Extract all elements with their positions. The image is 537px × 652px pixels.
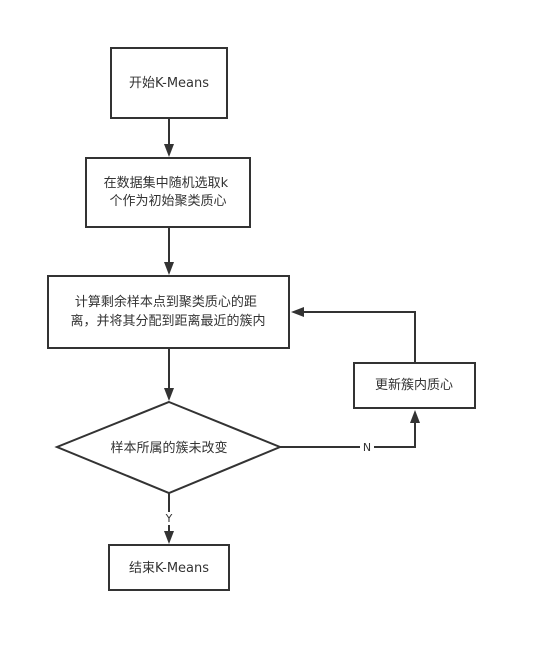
arrowhead-assign [164,262,174,275]
init-line-2: 个作为初始聚类质心 [109,194,226,209]
node-assign: 计算剩余样本点到聚类质心的距 离，并将其分配到距离最近的簇内 [47,275,290,349]
assign-box [47,275,290,349]
edge-labels: N Y [162,441,374,525]
arrowhead-update [410,410,420,423]
init-text: 在数据集中随机选取k 个作为初始聚类质心 [104,175,233,209]
arrowhead-check [164,388,174,401]
end-box [108,544,230,591]
end-line-1: 结束K-Means [129,561,209,576]
assign-line-1: 计算剩余样本点到聚类质心的距 [75,294,257,310]
arrowhead-end [164,531,174,544]
assign-line-2: 离，并将其分配到距离最近的簇内 [70,313,265,329]
check-diamond [54,400,283,495]
end-text: 结束K-Means [129,561,209,576]
update-text: 更新簇内质心 [375,377,453,393]
edge-update-to-assign [303,311,416,362]
label-y: Y [165,512,173,525]
label-y-bg [162,512,176,525]
update-box [353,362,476,409]
start-line-1: 开始K-Means [129,76,209,91]
init-line-1: 在数据集中随机选取k [104,175,229,191]
label-n-bg [360,441,374,454]
init-box [85,157,251,228]
node-init: 在数据集中随机选取k 个作为初始聚类质心 [85,157,251,228]
edges [164,118,420,544]
check-line-1: 样本所属的簇未改变 [110,440,227,456]
label-n: N [363,441,371,454]
node-update: 更新簇内质心 [353,362,476,409]
arrowhead-init [164,144,174,157]
node-check: 样本所属的簇未改变 [54,400,283,495]
arrowhead-assign-return [291,307,304,317]
start-text: 开始K-Means [129,76,209,91]
start-box [110,47,228,119]
update-line-1: 更新簇内质心 [375,377,453,393]
edge-check-to-update [280,422,416,448]
node-start: 开始K-Means [110,47,228,119]
assign-text: 计算剩余样本点到聚类质心的距 离，并将其分配到距离最近的簇内 [70,294,265,329]
node-end: 结束K-Means [108,544,230,591]
check-text: 样本所属的簇未改变 [110,440,227,456]
